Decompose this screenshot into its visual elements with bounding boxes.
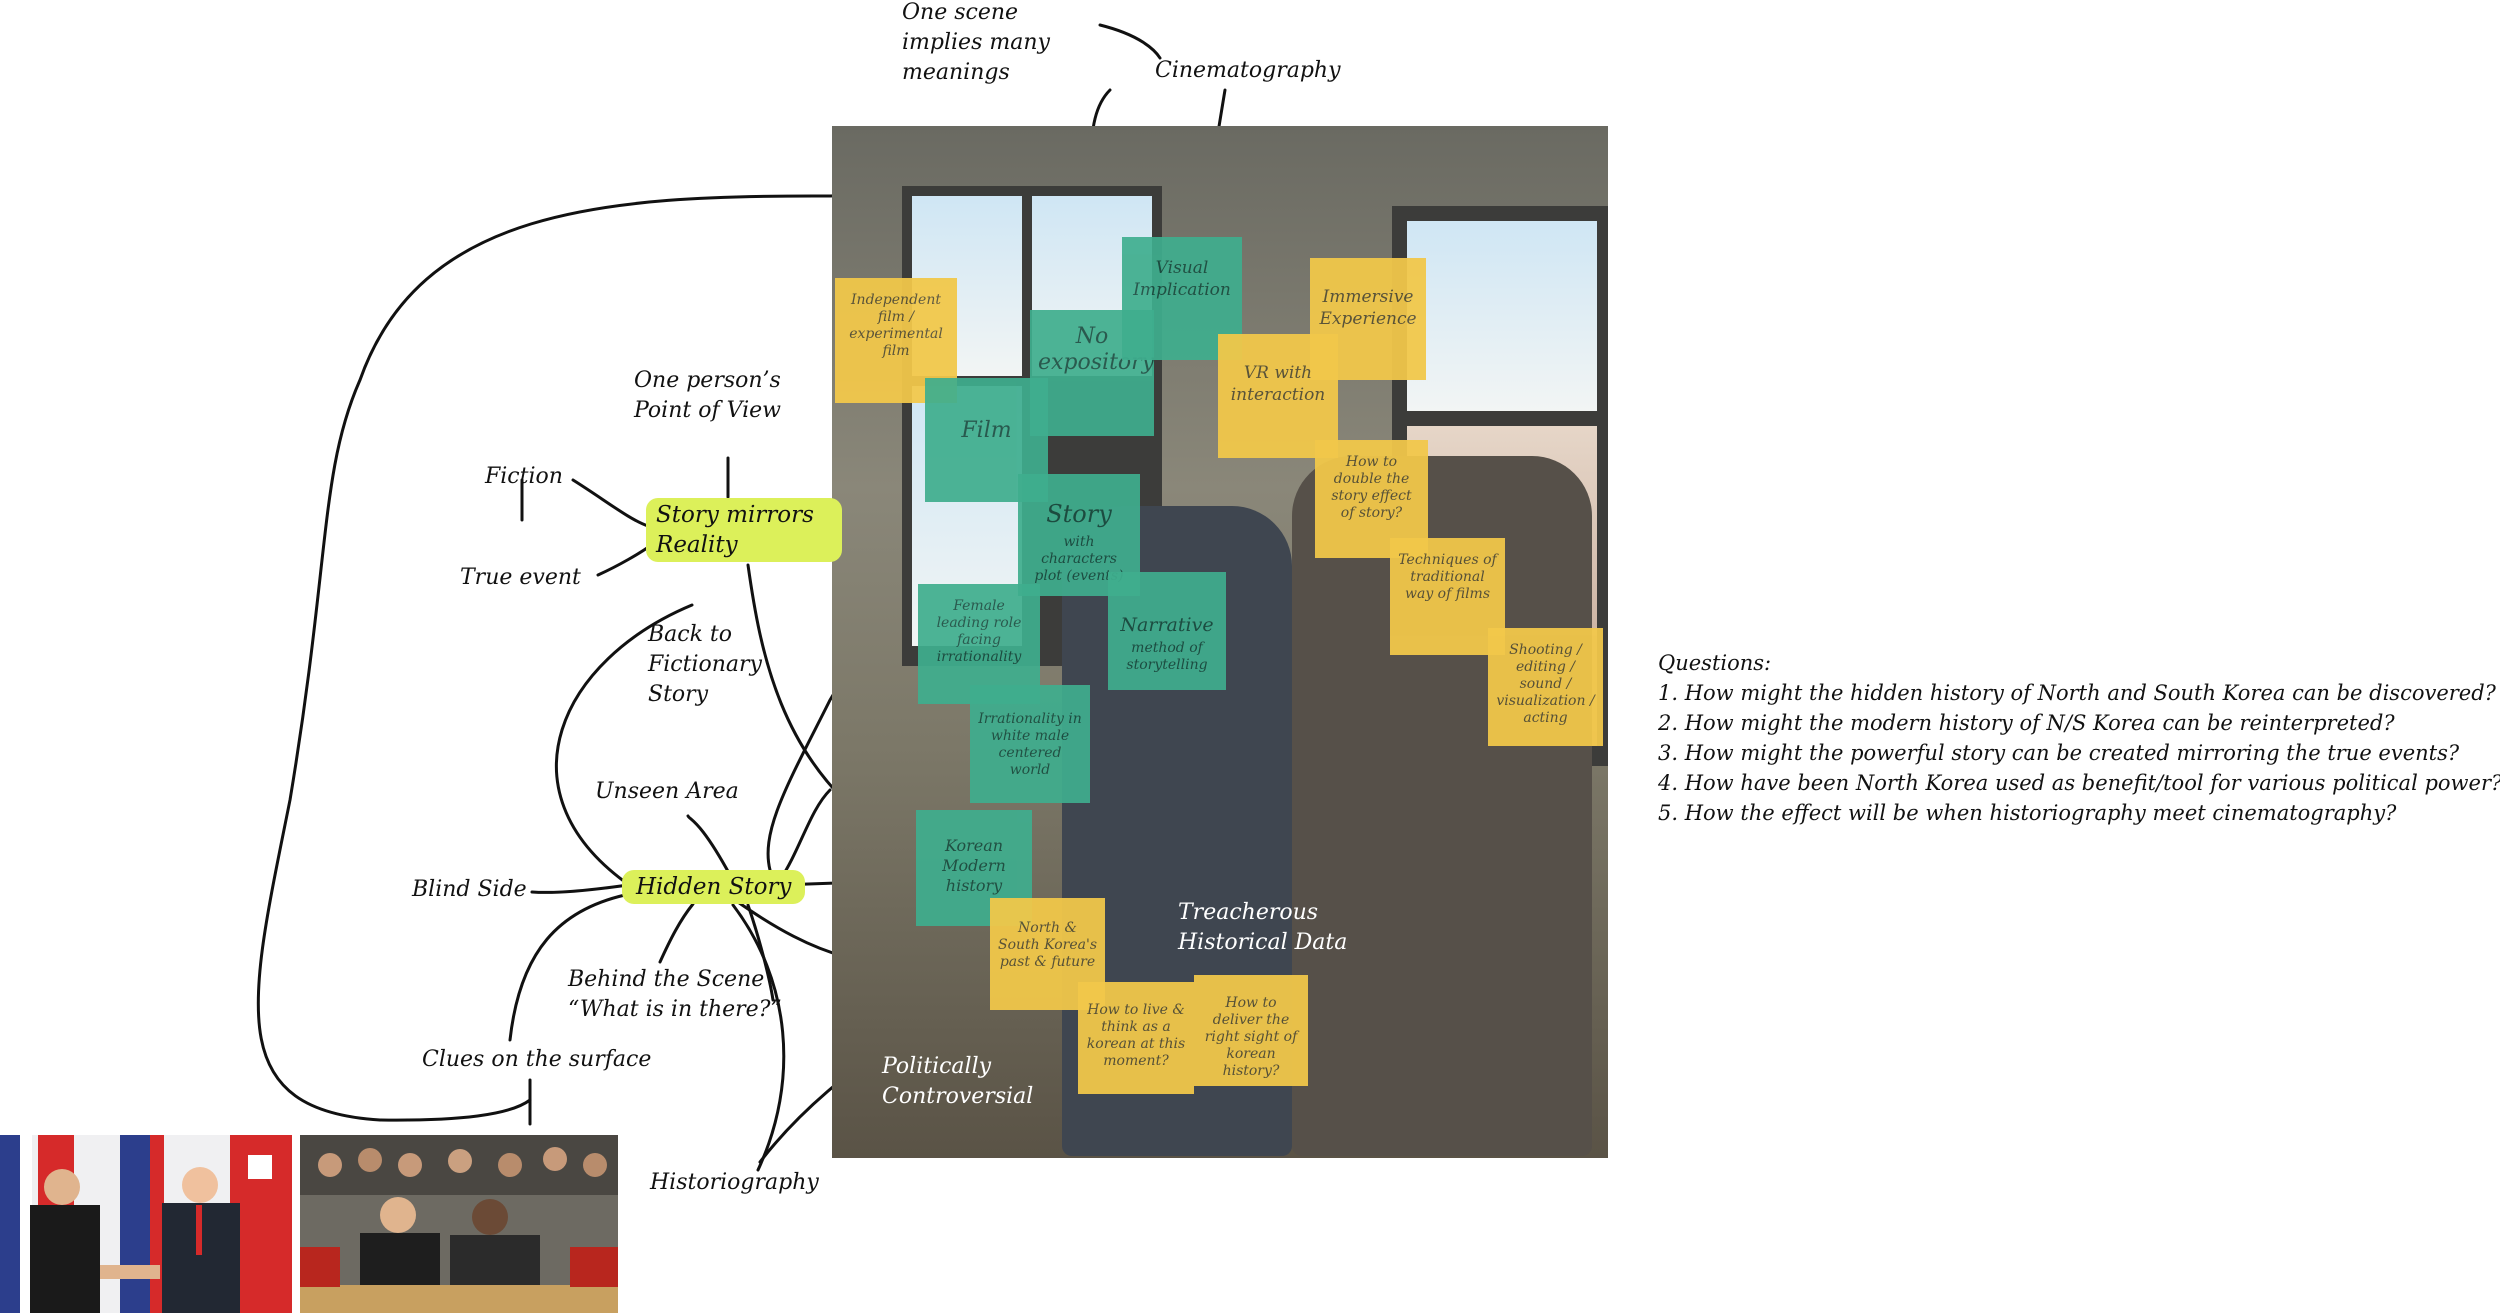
label-blind-side: Blind Side	[412, 875, 527, 905]
questions-list: Questions: 1. How might the hidden histo…	[1658, 648, 2500, 828]
stadium-crowd-illustration	[300, 1135, 618, 1313]
label-true-event: True event	[460, 563, 581, 593]
handshake-illustration	[0, 1135, 292, 1313]
label-unseen-area: Unseen Area	[595, 777, 739, 807]
questions-heading: Questions:	[1658, 648, 2500, 678]
label-one-person: One person’s Point of View	[634, 366, 804, 426]
sticky-note-live-think: How to live & think as a korean at this …	[1078, 982, 1194, 1094]
hub-story-mirrors-reality: Story mirrors Reality	[646, 498, 842, 562]
label-fiction: Fiction	[485, 462, 563, 492]
hub-hidden-story: Hidden Story	[622, 870, 805, 904]
sticky-note-story-title: Story	[1026, 500, 1132, 528]
label-back-to: Back to Fictionary Story	[648, 620, 788, 710]
question-item: 5. How the effect will be when historiog…	[1658, 798, 2500, 828]
label-treacherous: Treacherous Historical Data	[1178, 898, 1368, 958]
window-pane	[1407, 221, 1597, 411]
hub-story-mirrors-reality-label: Story mirrors Reality	[656, 502, 814, 558]
question-item: 3. How might the powerful story can be c…	[1658, 738, 2500, 768]
label-historiography: Historiography	[650, 1168, 819, 1198]
question-item: 2. How might the modern history of N/S K…	[1658, 708, 2500, 738]
label-clues: Clues on the surface	[422, 1045, 651, 1075]
sticky-note-deliver: How to deliver the right sight of korean…	[1194, 975, 1308, 1086]
photo-stadium-crowd	[300, 1135, 618, 1313]
question-item: 4. How have been North Korea used as ben…	[1658, 768, 2500, 798]
sticky-note-narrative-sub: method of storytelling	[1116, 640, 1218, 674]
label-one-scene: One scene implies many meanings	[902, 0, 1102, 88]
question-item: 1. How might the hidden history of North…	[1658, 678, 2500, 708]
photo-summit-handshake	[0, 1135, 292, 1313]
sticky-note-narrative: Narrative method of storytelling	[1108, 572, 1226, 690]
label-cinematography: Cinematography	[1155, 56, 1341, 86]
label-politically: Politically Controversial	[882, 1052, 1042, 1112]
sticky-note-narrative-title: Narrative	[1116, 614, 1218, 636]
sticky-note-shooting: Shooting / editing / sound / visualizati…	[1488, 628, 1603, 746]
sticky-note-irrationality: Irrationality in white male centered wor…	[970, 685, 1090, 803]
label-behind-the-scene: Behind the Scene “What is in there?”	[568, 965, 798, 1025]
